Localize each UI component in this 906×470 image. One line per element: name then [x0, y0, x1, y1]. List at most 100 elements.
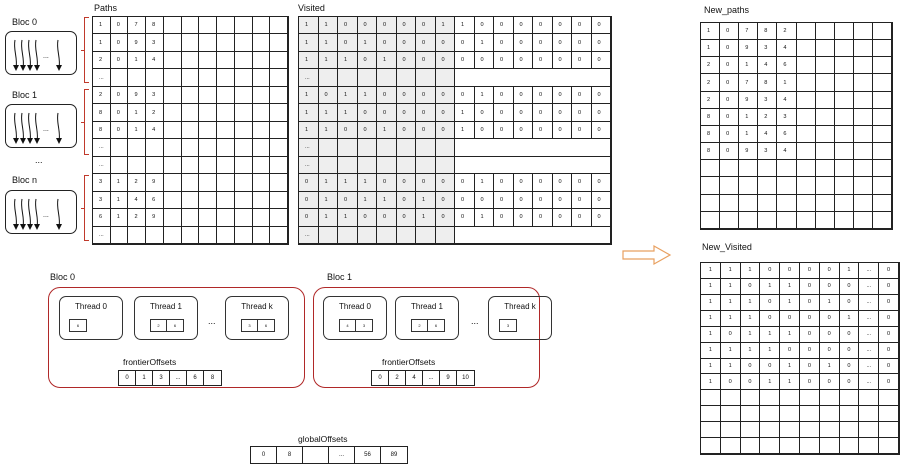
thread-name: Thread k: [504, 302, 536, 311]
table-cell: [181, 121, 200, 140]
table-cell: [181, 104, 200, 122]
table-cell: [163, 51, 182, 70]
table-cell: 4: [146, 51, 164, 70]
table-cell: [377, 69, 397, 87]
table-cell: 9: [739, 143, 759, 161]
table-cell: [163, 69, 182, 87]
table-cell: [701, 160, 721, 178]
table-cell: 2: [701, 91, 721, 109]
table-cell: 1: [338, 104, 358, 122]
bloc-n-bracket: [81, 175, 89, 241]
table-cell: [181, 156, 200, 175]
table-cell: [377, 156, 397, 175]
table-cell: [796, 143, 816, 161]
table-cell: 1: [839, 263, 860, 279]
table-cell: 1: [720, 342, 741, 359]
table-cell: [720, 390, 741, 407]
table-cell: 1: [128, 121, 147, 140]
table-cell: 9: [146, 174, 164, 192]
table-cell: 4: [777, 40, 797, 58]
table-cell: 0: [591, 104, 611, 122]
table-cell: 0: [494, 121, 514, 140]
table-cell: [834, 74, 854, 92]
table-cell: [199, 121, 218, 140]
table-cell: [110, 156, 129, 175]
table-cell: 0: [435, 209, 455, 227]
table-cell: [879, 422, 899, 439]
table-cell: [163, 174, 182, 192]
mini-cell: 6: [264, 323, 268, 328]
table-cell: 1: [110, 209, 129, 227]
table-cell: [146, 156, 164, 175]
table-cell: [234, 86, 253, 105]
table-cell: 0: [879, 326, 899, 343]
table-cell: [435, 139, 455, 157]
table-cell: 1: [128, 104, 147, 122]
table-cell: [128, 69, 147, 87]
table-cell: [739, 194, 759, 212]
table-cell: 0: [416, 104, 436, 122]
table-cell: 0: [572, 86, 592, 105]
mini-cell: 3: [362, 323, 366, 328]
table-cell: 1: [760, 342, 781, 359]
table-cell: [252, 191, 271, 210]
table-cell: 0: [513, 174, 533, 192]
table-cell: 0: [572, 191, 592, 210]
table-cell: 1: [740, 310, 761, 327]
table-cell: 0: [396, 34, 416, 52]
paths-title: Paths: [94, 3, 118, 13]
table-cell: [377, 226, 397, 244]
table-cell: 1: [474, 174, 494, 192]
table-cell: 2: [758, 108, 778, 126]
offset-cell: ...: [423, 371, 440, 385]
table-cell: [872, 91, 892, 109]
table-cell: ...: [859, 263, 880, 279]
table-cell: 0: [799, 310, 820, 327]
table-cell: [357, 156, 377, 175]
table-cell: 0: [819, 374, 840, 391]
svg-text:...: ...: [43, 212, 49, 219]
table-cell: 0: [720, 91, 740, 109]
table-cell: 0: [110, 121, 129, 140]
table-cell: [701, 406, 721, 423]
table-cell: 0: [338, 191, 358, 210]
table-cell: 1: [299, 104, 319, 122]
table-cell: 0: [839, 326, 860, 343]
table-cell: [760, 422, 781, 439]
bloc-0-label: Bloc 0: [12, 17, 38, 27]
table-cell: [859, 406, 880, 423]
mini-cell: 4: [340, 320, 356, 331]
table-cell: [234, 139, 253, 157]
table-cell: 1: [455, 121, 475, 140]
table-cell: 1: [318, 191, 338, 210]
threads-ellipsis: ...: [208, 316, 216, 326]
offset-cell: 1: [136, 371, 153, 385]
table-cell: [199, 174, 218, 192]
table-cell: [796, 125, 816, 144]
offset-cell: 9: [440, 371, 457, 385]
table-cell: [318, 156, 338, 175]
table-cell: [815, 125, 835, 144]
table-cell: 4: [146, 121, 164, 140]
table-cell: [199, 17, 218, 35]
table-cell: 1: [318, 34, 338, 52]
table-cell: [872, 160, 892, 178]
table-cell: [796, 177, 816, 195]
table-cell: [181, 209, 200, 227]
table-cell: [740, 390, 761, 407]
table-cell: 0: [357, 104, 377, 122]
table-cell: [234, 34, 253, 52]
table-cell: [128, 226, 147, 244]
table-cell: [199, 191, 218, 210]
thread-arrows-icon: ...: [13, 39, 62, 71]
table-cell: 1: [740, 326, 761, 343]
table-cell: [338, 226, 358, 244]
table-cell: [780, 422, 800, 439]
table-cell: 9: [739, 40, 759, 58]
table-cell: 0: [377, 209, 397, 227]
table-cell: [234, 69, 253, 87]
